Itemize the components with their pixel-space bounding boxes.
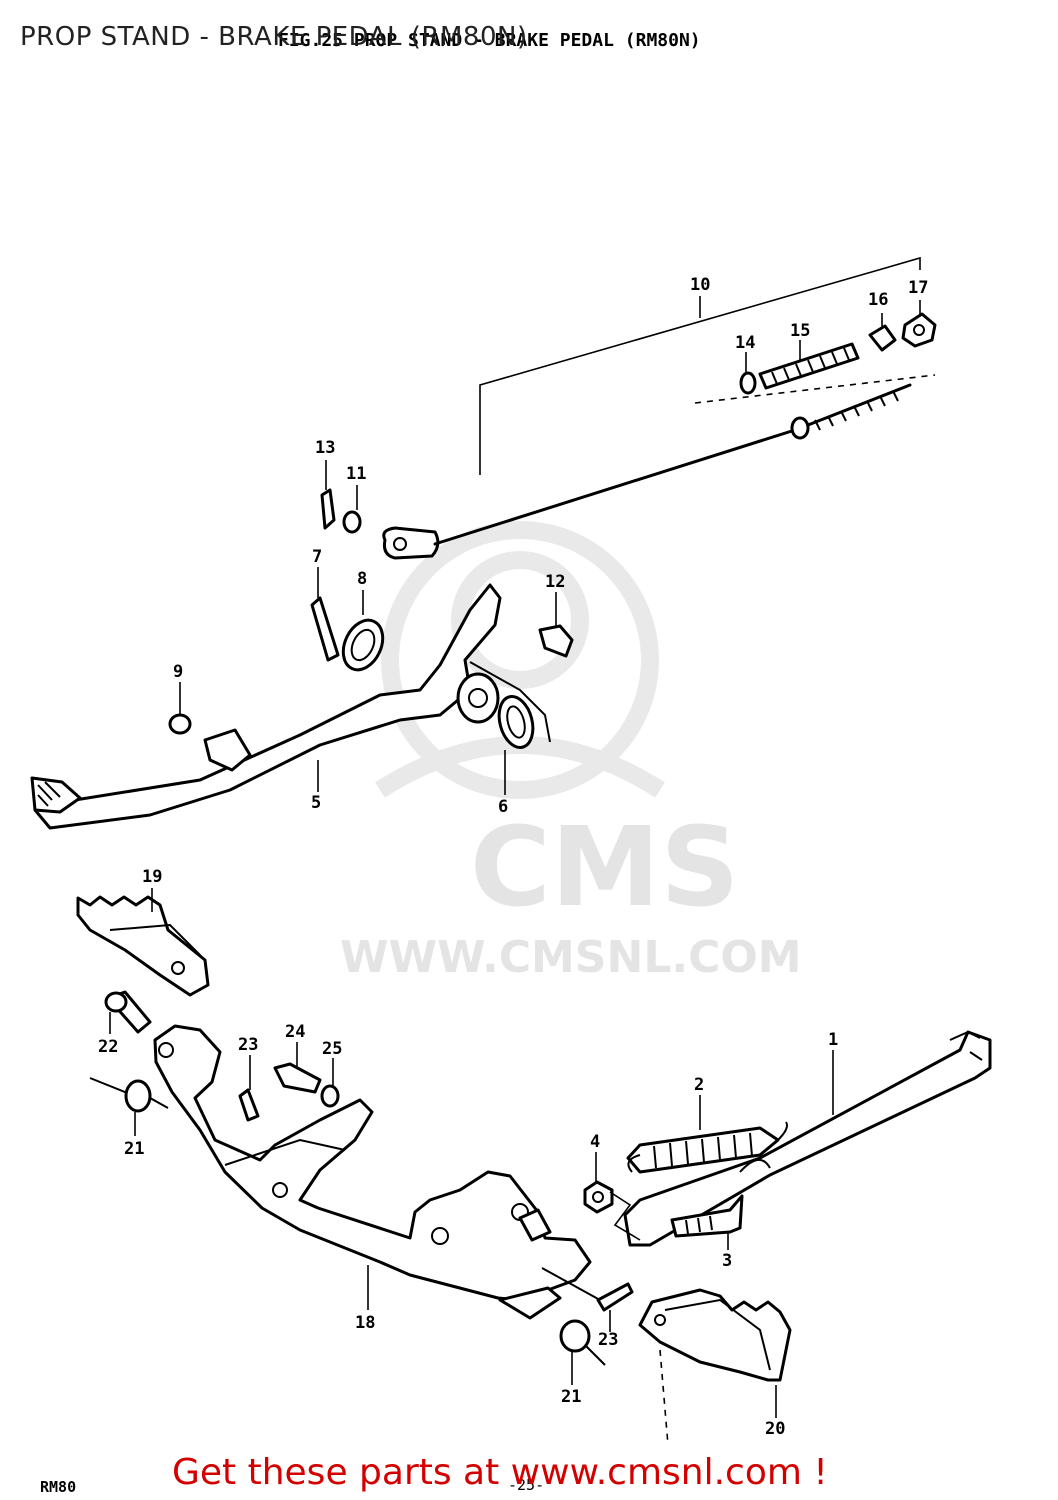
callout-16: 16	[868, 290, 888, 310]
brake-pedal-5	[30, 583, 551, 830]
brake-rod-clevis	[382, 526, 440, 560]
cotter-pin-23-left	[238, 1088, 260, 1122]
callout-18: 18	[355, 1313, 375, 1333]
callout-numbers: 10 16 17 14 15 13 11 7 8 12 9 5 6 19 22 …	[98, 275, 928, 1439]
cotter-pin-13	[320, 488, 336, 530]
footrest-hardware-right	[559, 1282, 792, 1446]
bracket-bolt	[518, 1208, 552, 1242]
spring-15	[758, 342, 860, 390]
callout-2: 2	[694, 1075, 704, 1095]
page-number: -25-	[508, 1476, 545, 1494]
callout-5: 5	[311, 793, 321, 813]
callout-4: 4	[590, 1132, 600, 1152]
callout-17: 17	[908, 278, 928, 298]
pedal-tread	[30, 776, 82, 814]
pedal-boss	[456, 672, 500, 724]
figure-caption: FIG.25 PROP STAND - BRAKE PEDAL (RM80N)	[278, 30, 701, 51]
footrest-19	[76, 895, 210, 997]
buy-parts-link[interactable]: Get these parts at www.cmsnl.com !	[172, 1452, 828, 1493]
cms-watermark: CMS WWW.CMSNL.COM	[340, 521, 802, 983]
callout-11: 11	[346, 464, 366, 484]
bolt-3	[670, 1194, 744, 1238]
spring-21-lower	[559, 1319, 591, 1353]
bolt-24	[273, 1062, 322, 1094]
watermark-url: WWW.CMSNL.COM	[340, 932, 802, 983]
callout-8: 8	[357, 569, 367, 589]
prop-stand-1	[583, 1030, 992, 1247]
callout-23-upper: 23	[238, 1035, 258, 1055]
callout-20: 20	[765, 1419, 785, 1439]
brake-pedal-arm	[33, 583, 502, 830]
brake-rod-assembly	[382, 256, 937, 560]
callout-23-lower: 23	[598, 1330, 618, 1350]
callout-25: 25	[322, 1039, 342, 1059]
page-title: PROP STAND - BRAKE PEDAL (RM80N)	[20, 22, 528, 52]
callout-7: 7	[312, 547, 322, 567]
pedal-stopper	[203, 728, 252, 772]
callout-9: 9	[173, 662, 183, 682]
rod-thread	[806, 383, 912, 427]
footrest-left	[76, 895, 210, 997]
footrest-right	[638, 1288, 792, 1382]
watermark-brand: CMS	[470, 803, 739, 931]
rod-collar	[790, 416, 810, 440]
callout-6: 6	[498, 797, 508, 817]
cotter-pin-23-right	[596, 1282, 634, 1312]
washer-25	[320, 1084, 340, 1108]
callout-13: 13	[315, 438, 335, 458]
prop-stand-leg	[623, 1030, 992, 1247]
bracket-body	[153, 1024, 592, 1302]
callout-12: 12	[545, 572, 565, 592]
nut-9	[168, 713, 192, 735]
callout-14: 14	[735, 333, 755, 353]
return-spring-6	[497, 695, 535, 749]
nut-4	[583, 1180, 614, 1214]
joint-16	[868, 324, 897, 352]
callout-21-lower: 21	[561, 1387, 581, 1407]
footrest-hardware-left	[89, 990, 340, 1122]
callout-3: 3	[722, 1251, 732, 1271]
washer-14	[739, 371, 757, 395]
bracket-tab	[498, 1286, 562, 1320]
leader-10-bracket	[479, 256, 921, 475]
callout-10: 10	[690, 275, 710, 295]
model-tag: RM80	[40, 1478, 77, 1496]
spring-21-upper	[124, 1079, 152, 1113]
brake-rod	[433, 428, 797, 546]
callout-19: 19	[142, 867, 162, 887]
footrest-bracket-18	[153, 1024, 601, 1320]
washer-11	[342, 510, 362, 534]
bolt-12	[538, 624, 574, 658]
nut-17	[901, 312, 937, 348]
callout-24: 24	[285, 1022, 305, 1042]
callout-21-upper: 21	[124, 1139, 144, 1159]
callout-15: 15	[790, 321, 810, 341]
pin-7	[310, 596, 340, 662]
callout-22: 22	[98, 1037, 118, 1057]
callout-1: 1	[828, 1030, 838, 1050]
leader-lines	[109, 300, 921, 1418]
